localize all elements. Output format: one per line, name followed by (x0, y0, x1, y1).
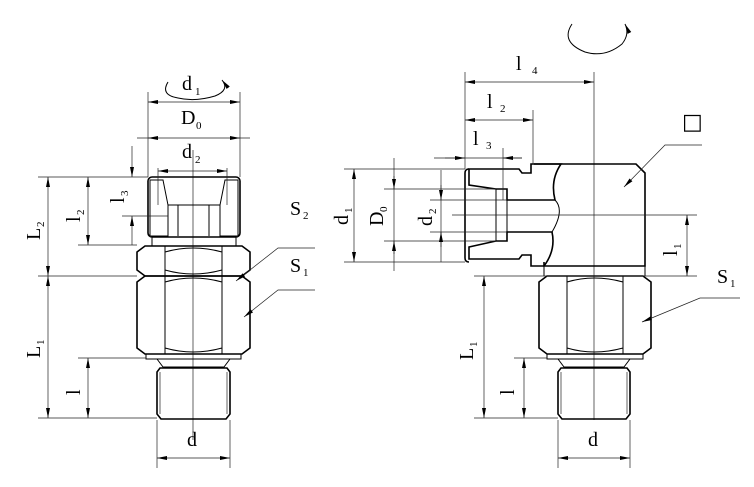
straight-fitting-view: d 1 D 0 d 2 L2 l2 l3 L1 l d S 2 S 1 (23, 73, 315, 468)
label-L1: L (456, 348, 478, 360)
label-d: d (187, 429, 197, 451)
elbow-fitting-view: l 4 l 2 l 3 d1 D0 d2 l1 L1 l d S 1 □ (331, 23, 740, 468)
hex-s2 (136, 245, 251, 277)
label-D0-sub: 0 (378, 206, 390, 212)
label-l2-sub: 2 (500, 103, 506, 115)
label-D0: D (366, 212, 388, 226)
label-L2-sub: 2 (35, 222, 47, 228)
label-l3: l (107, 197, 129, 203)
label-D0-sub: 0 (196, 120, 202, 132)
label-d1: d (182, 73, 192, 95)
label-S1: S (290, 255, 301, 277)
label-l1: l (660, 250, 682, 256)
label-l: l (497, 389, 519, 395)
label-d2-sub: 2 (427, 209, 439, 215)
label-l4: l (516, 53, 522, 75)
label-L1-sub: 1 (35, 340, 47, 346)
label-L1: L (23, 346, 45, 358)
label-l3: l (473, 128, 479, 150)
label-d1-sub: 1 (195, 86, 201, 98)
label-S2: S (290, 198, 301, 220)
label-d: d (588, 429, 598, 451)
hex-s1 (538, 275, 652, 355)
label-d2: d (182, 141, 192, 163)
label-l2: l (487, 91, 493, 113)
rotation-arrow-icon (567, 23, 632, 55)
label-d2-sub: 2 (195, 154, 201, 166)
label-S1-sub: 1 (303, 267, 309, 279)
thread (557, 367, 631, 420)
label-d1-sub: 1 (343, 208, 355, 214)
label-l3-sub: 3 (119, 190, 131, 196)
label-d1: d (331, 215, 353, 225)
label-l: l (63, 389, 85, 395)
rotation-arrow-icon (165, 79, 230, 101)
label-D0: D (181, 107, 195, 129)
hex-s1 (136, 275, 251, 355)
label-l3-sub: 3 (486, 140, 492, 152)
nut-cap (147, 176, 241, 238)
label-S1: S (717, 266, 728, 288)
label-l1-sub: 1 (672, 244, 684, 250)
label-square-symbol: □ (682, 110, 703, 135)
label-l4-sub: 4 (532, 65, 538, 77)
label-S2-sub: 2 (303, 210, 309, 222)
label-l2-sub: 2 (75, 210, 87, 216)
label-S1-sub: 1 (730, 278, 736, 290)
label-d2: d (415, 216, 437, 226)
label-l2: l (63, 216, 85, 222)
label-L2: L (23, 228, 45, 240)
thread (156, 367, 231, 420)
label-L1-sub: 1 (468, 342, 480, 348)
